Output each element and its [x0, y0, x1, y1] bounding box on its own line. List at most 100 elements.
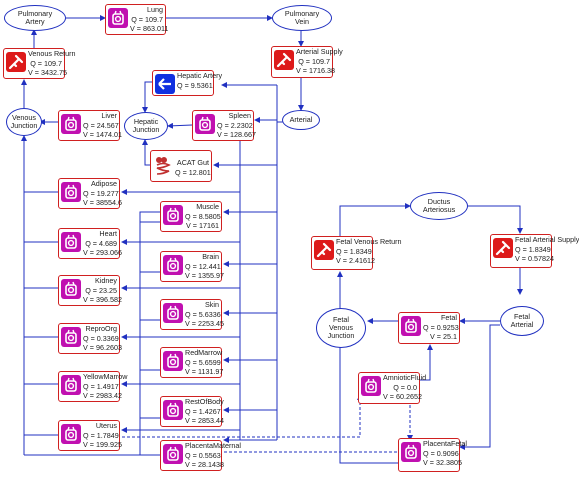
heart-name: Heart: [99, 229, 117, 238]
spleen-name: Spleen: [228, 111, 251, 120]
fetal-arterial-label-1: Fetal: [514, 312, 530, 321]
organ-icon: [195, 114, 215, 134]
placenta-fetal-v: V = 32.3805: [423, 458, 462, 467]
redmarrow-v: V = 1131.97: [185, 367, 224, 376]
restofbody-q: Q = 1.4267: [185, 407, 221, 416]
lung-block[interactable]: Lung Q = 109.7 V = 863.011: [105, 4, 168, 35]
yellowmarrow-name: YellowMarrow: [83, 372, 128, 381]
arterial-supply-q: Q = 109.7: [298, 57, 330, 66]
organ-icon: [163, 351, 183, 371]
fetal-arterial-label-2: Arterial: [510, 320, 534, 329]
hepatic-junction-label-1: Hepatic: [133, 117, 159, 126]
placenta-maternal-v: V = 28.1438: [185, 460, 224, 469]
brain-block[interactable]: Brain Q = 12.441 V = 1355.97: [160, 251, 224, 282]
skin-q: Q = 5.6336: [185, 310, 221, 319]
fetal-arterial-supply-block[interactable]: Fetal Arterial Supply Q = 1.8349 V = 0.5…: [490, 234, 579, 268]
heart-v: V = 293.066: [83, 248, 122, 257]
fetal-arterial-supply-q: Q = 1.8349: [515, 245, 551, 254]
muscle-block[interactable]: Muscle Q = 8.5805 V = 17161: [160, 201, 222, 232]
gut-icon: [153, 154, 173, 175]
organ-icon: [163, 255, 183, 275]
lung-name: Lung: [147, 5, 163, 14]
ductus-label-2: Arteriosus: [422, 205, 456, 214]
restofbody-block[interactable]: RestOfBody Q = 1.4267 V = 2853.44: [160, 396, 224, 427]
reproorg-name: ReproOrg: [85, 324, 117, 333]
adipose-q: Q = 19.277: [83, 189, 119, 198]
yellowmarrow-v: V = 2983.42: [83, 391, 122, 400]
syringe-icon: [314, 240, 334, 260]
liver-block[interactable]: Liver Q = 24.567 V = 1474.01: [58, 110, 122, 141]
muscle-q: Q = 8.5805: [185, 212, 221, 221]
skin-block[interactable]: Skin Q = 5.6336 V = 2253.45: [160, 299, 224, 330]
mid-collector: [24, 211, 160, 456]
arterial-node[interactable]: Arterial: [282, 110, 320, 130]
hepatic-artery-q: Q = 9.5361: [177, 81, 213, 90]
hepatic-artery-block[interactable]: Hepatic Artery Q = 9.5361: [152, 70, 223, 96]
venous-return-v: V = 3432.75: [28, 68, 67, 77]
placenta-fetal-return: [337, 339, 398, 464]
venous-junction-label-1: Venous: [12, 113, 36, 122]
amniotic-fluid-block[interactable]: AmnioticFluid Q = 0.0 V = 60.2652: [358, 372, 427, 404]
fetal-arterial-supply-v: V = 0.57824: [515, 254, 554, 263]
yellowmarrow-block[interactable]: YellowMarrow Q = 1.4917 V = 2983.42: [58, 371, 128, 402]
flow-connections: [21, 15, 523, 464]
pulmonary-vein-label-2: Vein: [294, 17, 309, 26]
adipose-v: V = 38554.6: [83, 198, 122, 207]
amniotic-fluid-name: AmnioticFluid: [383, 373, 427, 382]
heart-block[interactable]: Heart Q = 4.689 V = 293.066: [58, 228, 122, 259]
ductus-label-1: Ductus: [427, 197, 451, 206]
liver-v: V = 1474.01: [83, 130, 122, 139]
liver-name: Liver: [101, 111, 117, 120]
brain-q: Q = 12.441: [185, 262, 221, 271]
kidney-q: Q = 23.25: [85, 286, 117, 295]
heart-q: Q = 4.689: [85, 239, 117, 248]
placenta-maternal-q: Q = 0.5563: [185, 451, 221, 460]
organ-icon: [61, 375, 81, 395]
fvr-to-ductus: [339, 203, 411, 238]
fetal-venous-return-block[interactable]: Fetal Venous Return Q = 1.8349 V = 2.416…: [311, 236, 402, 270]
reproorg-block[interactable]: ReproOrg Q = 0.3369 V = 96.2603: [58, 323, 122, 354]
hepatic-junction-label-2: Junction: [132, 125, 160, 134]
kidney-block[interactable]: Kidney Q = 23.25 V = 396.582: [58, 275, 122, 306]
acat-gut-q: Q = 12.801: [175, 168, 211, 177]
redmarrow-block[interactable]: RedMarrow Q = 5.6599 V = 1131.97: [160, 347, 224, 378]
spleen-block[interactable]: Spleen Q = 2.2302 V = 128.667: [192, 110, 256, 141]
hepatic-artery-name: Hepatic Artery: [177, 71, 223, 80]
yellowmarrow-q: Q = 1.4917: [83, 382, 119, 391]
arterial-label: Arterial: [289, 115, 313, 124]
acat-to-junction: [142, 139, 150, 166]
adipose-block[interactable]: Adipose Q = 19.277 V = 38554.6: [58, 178, 122, 209]
fetal-venous-return-name: Fetal Venous Return: [336, 237, 402, 246]
placenta-maternal-block[interactable]: PlacentaMaternal Q = 0.5563 V = 28.1438: [160, 440, 241, 471]
organ-icon: [163, 205, 183, 225]
uterus-q: Q = 1.7849: [83, 431, 119, 440]
uterus-block[interactable]: Uterus Q = 1.7849 V = 199.925: [58, 420, 122, 451]
fetal-block[interactable]: Fetal Q = 0.9253 V = 25.1: [398, 312, 460, 344]
spleen-to-junction: [167, 122, 193, 129]
spleen-q: Q = 2.2302: [217, 121, 253, 130]
brain-name: Brain: [202, 252, 219, 261]
arterial-supply-block[interactable]: Arterial Supply Q = 109.7 V = 1716.38: [271, 46, 343, 78]
venous-return-block[interactable]: Venous Return Q = 109.7 V = 3432.75: [3, 48, 76, 79]
fetal-arterial-supply-name: Fetal Arterial Supply: [515, 235, 579, 244]
ductus-to-fas: [468, 205, 523, 234]
fvj-label-1: Fetal: [333, 315, 349, 324]
organ-icon: [61, 279, 81, 299]
organ-icon: [163, 444, 183, 464]
organ-icon: [163, 400, 183, 420]
amniotic-fluid-q: Q = 0.0: [393, 383, 417, 392]
syringe-icon: [6, 52, 26, 72]
placenta-fetal-block[interactable]: PlacentaFetal Q = 0.9096 V = 32.3805: [398, 438, 467, 472]
fetal-arterial-to-placenta-fetal: [459, 324, 500, 450]
acat-gut-block[interactable]: ACAT Gut Q = 12.801: [150, 150, 212, 182]
placenta-fetal-name: PlacentaFetal: [423, 439, 467, 448]
skin-v: V = 2253.45: [185, 319, 224, 328]
organ-icon: [401, 442, 421, 462]
